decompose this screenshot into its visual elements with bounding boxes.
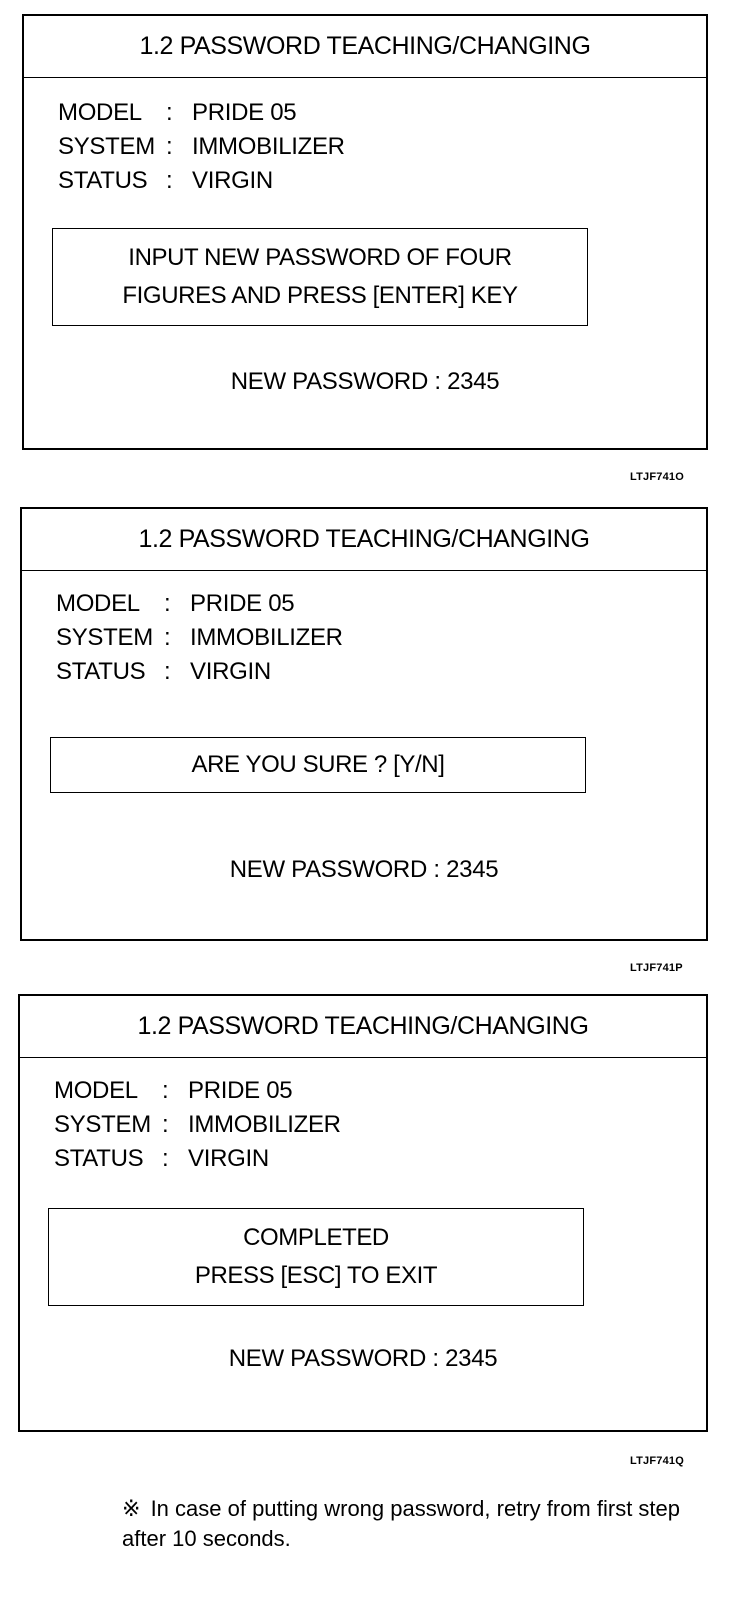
message-box: COMPLETED PRESS [ESC] TO EXIT	[48, 1208, 584, 1306]
info-key: STATUS	[54, 1145, 144, 1172]
info-key: MODEL	[54, 1077, 138, 1104]
info-row-status: STATUS : VIRGIN	[56, 655, 343, 689]
info-value: PRIDE 05	[192, 99, 297, 126]
message-line: PRESS [ESC] TO EXIT	[194, 1262, 438, 1289]
info-row-system: SYSTEM : IMMOBILIZER	[54, 1108, 341, 1142]
info-value: IMMOBILIZER	[188, 1111, 341, 1138]
message-box: INPUT NEW PASSWORD OF FOUR FIGURES AND P…	[52, 228, 588, 326]
info-key: SYSTEM	[58, 133, 155, 160]
info-key: SYSTEM	[56, 624, 153, 651]
vehicle-info: MODEL : PRIDE 05 SYSTEM : IMMOBILIZER ST…	[58, 96, 345, 198]
screen-title: 1.2 PASSWORD TEACHING/CHANGING	[20, 996, 706, 1058]
info-row-status: STATUS : VIRGIN	[58, 164, 345, 198]
info-separator: :	[166, 167, 173, 194]
message-line: FIGURES AND PRESS [ENTER] KEY	[122, 282, 518, 309]
info-separator: :	[162, 1111, 169, 1138]
info-value: VIRGIN	[190, 658, 271, 685]
screen-input-password: 1.2 PASSWORD TEACHING/CHANGING MODEL : P…	[22, 14, 708, 450]
info-value: IMMOBILIZER	[190, 624, 343, 651]
info-value: PRIDE 05	[190, 590, 295, 617]
info-key: SYSTEM	[54, 1111, 151, 1138]
info-value: IMMOBILIZER	[192, 133, 345, 160]
info-value: PRIDE 05	[188, 1077, 293, 1104]
message-line: COMPLETED	[243, 1224, 389, 1251]
info-separator: :	[162, 1077, 169, 1104]
info-key: STATUS	[56, 658, 146, 685]
screen-title: 1.2 PASSWORD TEACHING/CHANGING	[24, 16, 706, 78]
vehicle-info: MODEL : PRIDE 05 SYSTEM : IMMOBILIZER ST…	[54, 1074, 341, 1176]
vehicle-info: MODEL : PRIDE 05 SYSTEM : IMMOBILIZER ST…	[56, 587, 343, 689]
info-separator: :	[164, 590, 171, 617]
info-key: MODEL	[58, 99, 142, 126]
info-separator: :	[166, 133, 173, 160]
info-row-model: MODEL : PRIDE 05	[58, 96, 345, 130]
info-key: STATUS	[58, 167, 148, 194]
info-key: MODEL	[56, 590, 140, 617]
info-row-status: STATUS : VIRGIN	[54, 1142, 341, 1176]
new-password-field: NEW PASSWORD : 2345	[230, 368, 500, 395]
screen-title: 1.2 PASSWORD TEACHING/CHANGING	[22, 509, 706, 571]
info-row-model: MODEL : PRIDE 05	[56, 587, 343, 621]
footnote: ※ In case of putting wrong password, ret…	[122, 1494, 702, 1554]
footnote-text: In case of putting wrong password, retry…	[122, 1496, 681, 1551]
info-separator: :	[166, 99, 173, 126]
info-separator: :	[164, 624, 171, 651]
info-separator: :	[164, 658, 171, 685]
figure-code: LTJF741P	[630, 962, 683, 974]
message-line: ARE YOU SURE ? [Y/N]	[191, 751, 445, 778]
figure-code: LTJF741Q	[630, 1455, 684, 1467]
info-row-system: SYSTEM : IMMOBILIZER	[56, 621, 343, 655]
info-row-model: MODEL : PRIDE 05	[54, 1074, 341, 1108]
info-value: VIRGIN	[188, 1145, 269, 1172]
figure-code: LTJF741O	[630, 471, 684, 483]
info-separator: :	[162, 1145, 169, 1172]
screen-confirm-password: 1.2 PASSWORD TEACHING/CHANGING MODEL : P…	[20, 507, 708, 941]
new-password-field: NEW PASSWORD : 2345	[229, 856, 499, 883]
message-box: ARE YOU SURE ? [Y/N]	[50, 737, 586, 793]
reference-mark-icon: ※	[122, 1496, 141, 1521]
screen-completed: 1.2 PASSWORD TEACHING/CHANGING MODEL : P…	[18, 994, 708, 1432]
info-row-system: SYSTEM : IMMOBILIZER	[58, 130, 345, 164]
info-value: VIRGIN	[192, 167, 273, 194]
message-line: INPUT NEW PASSWORD OF FOUR	[128, 244, 512, 271]
new-password-field: NEW PASSWORD : 2345	[228, 1345, 498, 1372]
